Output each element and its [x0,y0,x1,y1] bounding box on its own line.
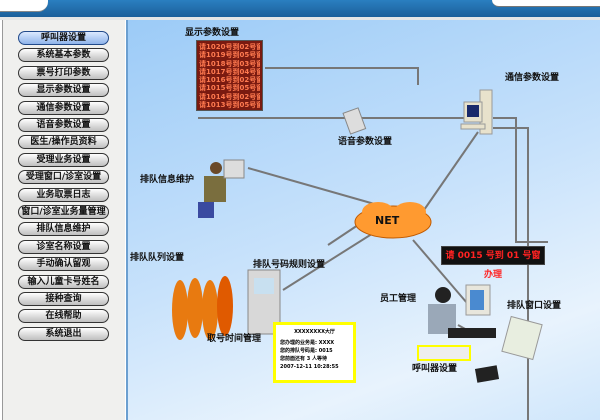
ticket-line: 您办理的业务是: XXXX [280,340,335,346]
sidebar-button[interactable]: 在线帮助 [18,309,109,324]
sidebar-button[interactable]: 显示参数设置 [18,83,109,98]
queue-ticket: XXXXXXXX大厅 您办理的业务是: XXXX 您的排队号码是: 0015 您… [273,322,356,383]
sidebar-button[interactable]: 排队信息维护 [18,222,109,237]
sidebar-button[interactable]: 受理业务设置 [18,152,109,167]
ticket-time-label[interactable]: 取号时间管理 [207,334,262,344]
net-cloud-icon [354,202,432,239]
sidebar-button[interactable]: 通信参数设置 [18,100,109,115]
caller-settings-label[interactable]: 呼叫器设置 [412,364,458,374]
sidebar: 呼叫器设置系统基本参数票号打印参数显示参数设置通信参数设置语音参数设置医生/操作… [2,20,125,420]
tab-right[interactable] [492,0,600,7]
sidebar-button[interactable]: 受理窗口/诊室设置 [18,170,109,185]
board-row: 请1018号到03号窗 [199,59,260,68]
sidebar-button[interactable]: 诊室名称设置 [18,239,109,254]
title-bar [0,0,600,17]
staff-label[interactable]: 员工管理 [380,294,417,304]
comm-settings-label[interactable]: 通信参数设置 [505,73,560,83]
sidebar-button[interactable]: 业务取票日志 [18,187,109,202]
number-rules-label[interactable]: 排队号码规则设置 [253,260,326,270]
staff-computer-icon [428,284,496,338]
display-settings-label[interactable]: 显示参数设置 [185,28,240,38]
queue-list-label[interactable]: 排队队列设置 [130,253,185,263]
board-row: 请1019号到05号窗 [199,51,260,60]
connection-lines [172,67,548,420]
board-row: 请1015号到05号窗 [199,84,260,93]
sidebar-button[interactable]: 系统基本参数 [18,48,109,63]
keypad-icon [474,365,500,383]
operator-icon [198,159,245,218]
net-label: NET [375,214,400,227]
board-row: 请1014号到02号窗 [199,92,260,101]
kiosk-icon [247,269,281,335]
board-row: 请1016号到02号窗 [199,76,260,85]
divider [0,17,600,20]
computer-icon [460,89,493,135]
caller-card-icon [417,345,471,361]
board-row: 请1020号到02号窗 [199,43,260,51]
tab-left[interactable] [0,0,48,12]
sidebar-button[interactable]: 窗口/诊室业务量管理 [18,205,109,219]
sidebar-button[interactable]: 语音参数设置 [18,118,109,132]
sidebar-button[interactable]: 输入儿童卡号姓名 [18,274,109,289]
voice-settings-label[interactable]: 语音参数设置 [338,137,393,147]
sidebar-button[interactable]: 呼叫器设置 [18,31,109,45]
display-board: 请1020号到02号窗请1019号到05号窗请1018号到03号窗请1017号到… [196,40,263,111]
sidebar-button[interactable]: 系统退出 [18,326,109,341]
sidebar-button[interactable]: 医生/操作员资料 [18,135,109,150]
people-queue-icon [172,276,233,340]
ticket-line: 您的排队号码是: 0015 [280,348,333,354]
window-settings-label[interactable]: 排队窗口设置 [507,301,562,311]
tablet-icon [501,315,543,361]
board-row: 请1017号到04号窗 [199,67,260,76]
sidebar-button[interactable]: 接种查询 [18,292,109,306]
queue-info-label[interactable]: 排队信息维护 [140,175,195,185]
sidebar-button[interactable]: 手动确认留观 [18,257,109,272]
board-row: 请1013号到05号窗 [199,101,260,110]
sidebar-button[interactable]: 票号打印参数 [18,65,109,80]
phone-icon [342,107,367,135]
ticket-title: XXXXXXXX大厅 [294,329,335,335]
ticket-line: 您前面还有 3 人等待 [280,356,327,362]
led-sign: 请 0015 号到 01 号窗办理 [441,246,545,280]
ticket-line: 2007-12-11 10:28:55 [280,364,339,370]
